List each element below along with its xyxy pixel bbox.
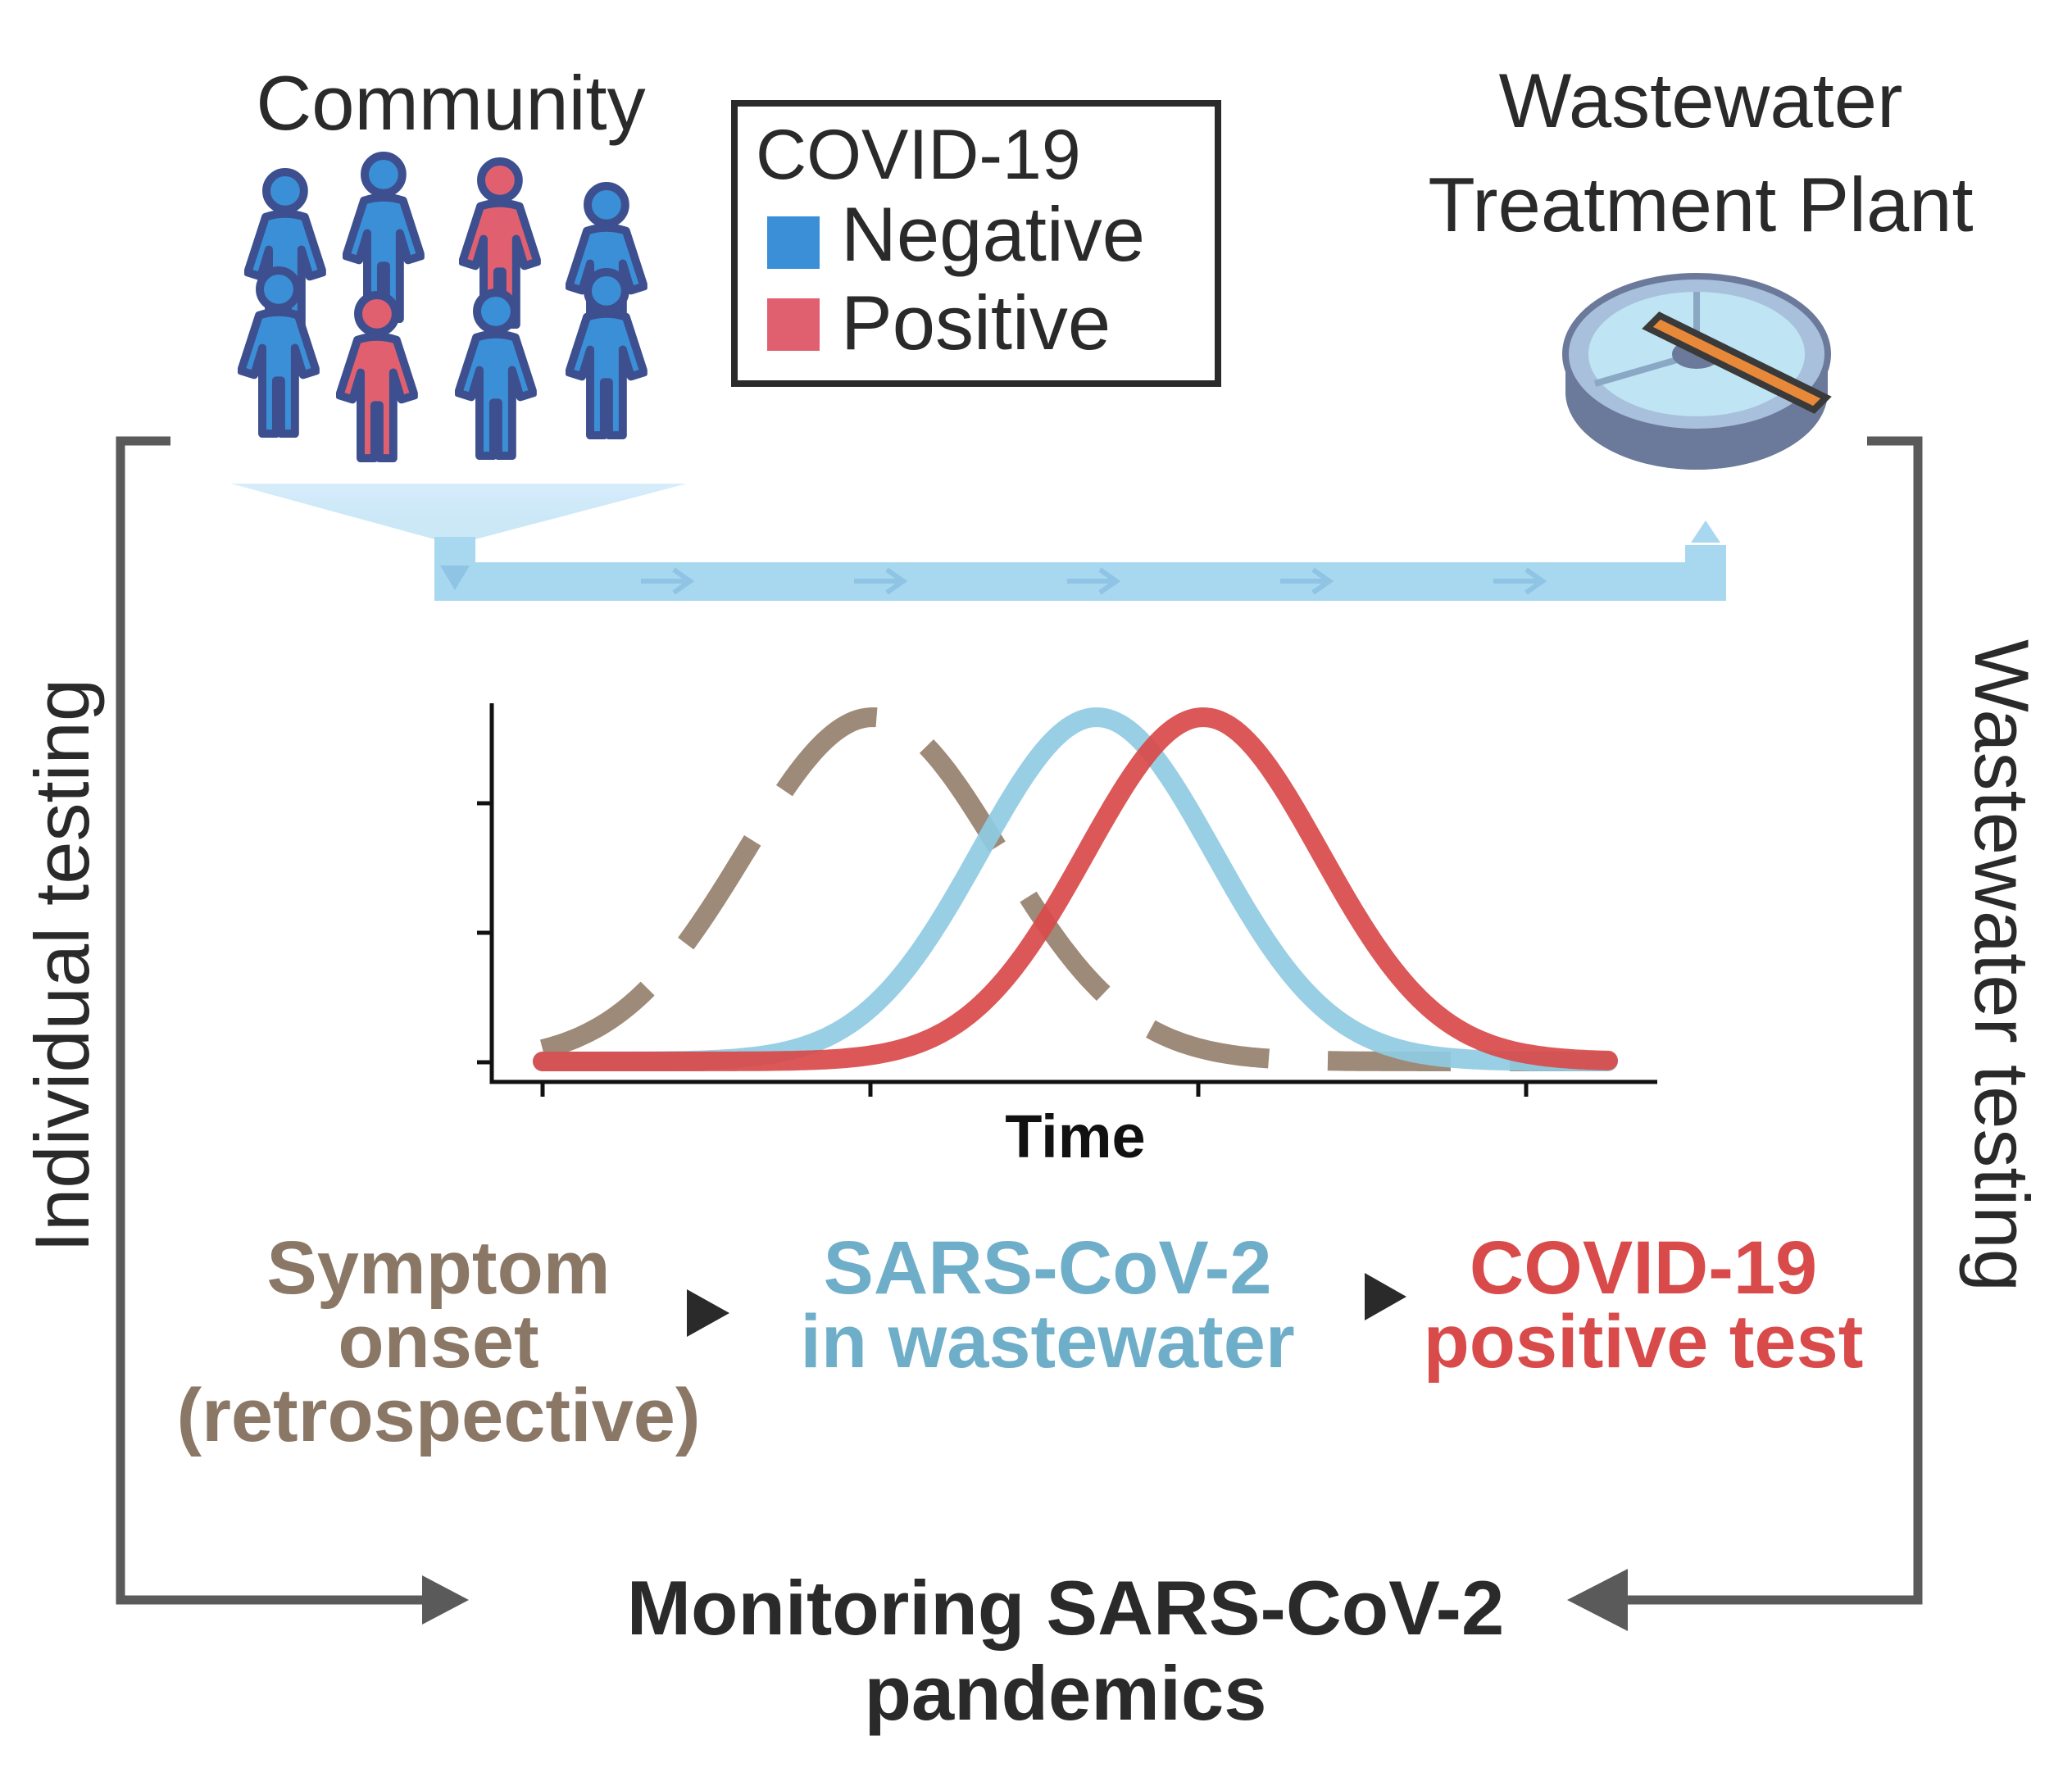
series-line-positive [533,707,1618,1071]
right-arrow-head [1567,1569,1628,1631]
chart-series [533,707,1618,1071]
plant-title-line1: Wastewater [1499,57,1903,143]
chart-axis-lines [489,703,1657,1084]
side-label-individual-testing: Individual testing [19,679,105,1252]
sequence-1-line-0: SARS-CoV-2 [824,1226,1272,1310]
community-people [241,156,644,458]
legend-box: COVID-19 Negative Positive [731,100,1221,387]
person-icon-negative [569,272,644,435]
left-arrow-head [422,1575,469,1625]
sequence-0-line-2: (retrospective) [176,1374,700,1457]
sequence-2-line-1: positive test [1424,1300,1864,1384]
community-title: Community [256,60,645,146]
footer-line2: pandemics [864,1650,1266,1736]
treatment-plant-icon [1562,273,1832,470]
sewer-pipe [434,520,1726,601]
frame-lines [116,436,1923,1605]
sequence-2-line-0: COVID-19 [1470,1226,1817,1310]
sequence-arrow-1 [687,1289,729,1337]
sequence-0-line-1: onset [338,1300,538,1384]
legend-swatch-positive [767,298,820,351]
legend-swatch-negative [767,216,820,269]
sewage-funnel [231,484,687,541]
chart-axes [477,703,1657,1097]
plant-title: Wastewater Treatment Plant [1428,57,1973,248]
plant-title-line2: Treatment Plant [1428,161,1973,248]
person-icon-negative [458,293,534,456]
sequence-1-line-1: in wastewater [800,1300,1294,1384]
legend-label-positive: Positive [841,280,1111,366]
sequence-0-line-0: Symptom [266,1226,610,1310]
legend-label-negative: Negative [841,191,1145,277]
footer-line1: Monitoring SARS-CoV-2 [627,1565,1505,1651]
epidemic-curve-chart: Time [477,703,1657,1170]
legend-title: COVID-19 [756,116,1081,194]
chart-x-axis-label: Time [1005,1102,1145,1170]
side-label-wastewater-testing: Wastewater testing [1959,639,2045,1292]
sequence-arrow-2 [1365,1273,1406,1320]
